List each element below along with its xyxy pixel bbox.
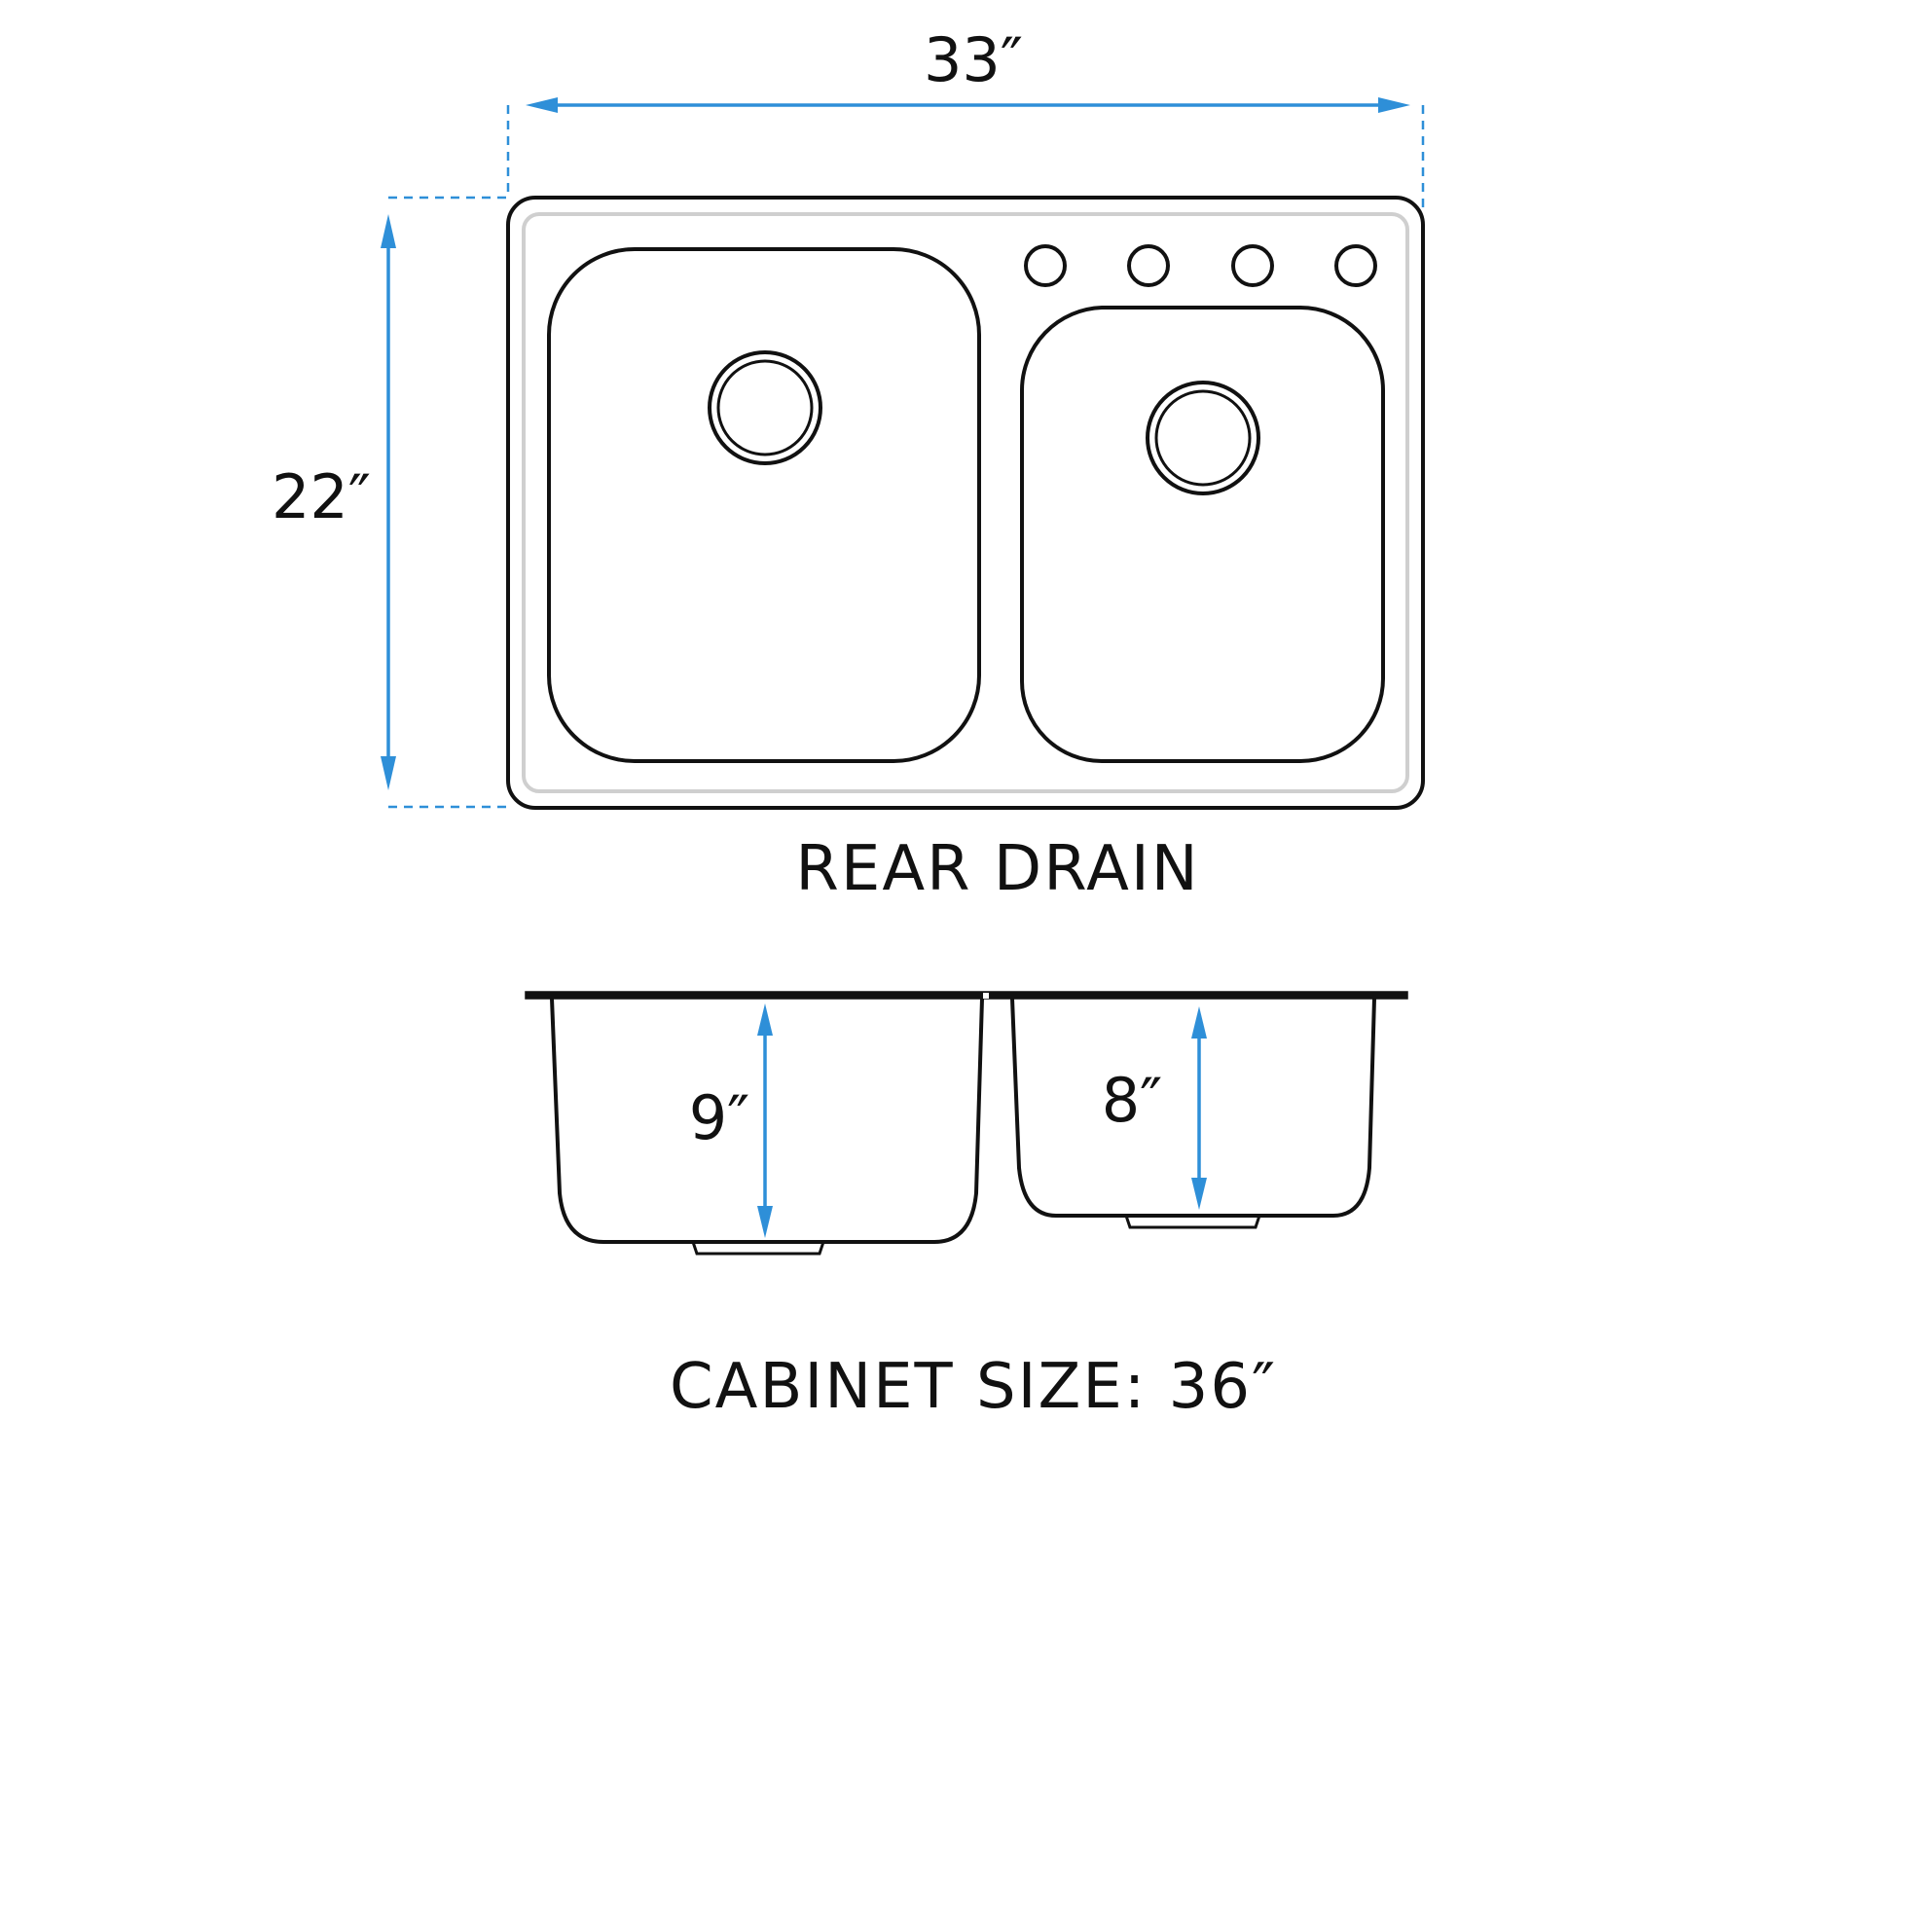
height-dimension: 22″	[272, 196, 506, 809]
sink-side-view	[525, 991, 1408, 1256]
sink-top-view	[506, 196, 1425, 810]
right-drain-inner	[1154, 389, 1252, 487]
faucet-hole-4	[1334, 244, 1377, 287]
sink-deck-rim	[522, 212, 1409, 793]
faucet-hole-1	[1024, 244, 1067, 287]
right-depth-label: 8″	[1102, 1065, 1163, 1136]
height-arrow-top	[381, 214, 396, 248]
faucet-hole-3	[1231, 244, 1274, 287]
right-depth-arrow-top	[1191, 1006, 1207, 1039]
right-bowl	[1020, 306, 1385, 763]
faucet-hole-2	[1127, 244, 1170, 287]
left-drain-outer	[708, 350, 822, 465]
left-depth-label: 9″	[689, 1082, 750, 1153]
width-label: 33″	[924, 24, 1023, 95]
height-arrow-bottom	[381, 756, 396, 790]
sink-deck-outline	[506, 196, 1425, 810]
left-bowl	[547, 247, 981, 763]
right-drain-outer	[1146, 381, 1260, 495]
width-arrow-left	[526, 97, 558, 113]
right-depth-arrow-bottom	[1191, 1178, 1207, 1210]
left-depth-dimension: 9″	[689, 1003, 773, 1238]
left-depth-arrow-top	[757, 1003, 773, 1036]
left-depth-arrow-bottom	[757, 1206, 773, 1238]
cabinet-size-label: CABINET SIZE: 36″	[670, 1351, 1277, 1423]
side-deck	[525, 991, 1408, 1000]
right-bowl-side	[1010, 998, 1376, 1218]
width-arrow-right	[1378, 97, 1410, 113]
right-depth-dimension: 8″	[1102, 1006, 1207, 1210]
right-drain-flange	[1124, 1215, 1261, 1229]
left-bowl-side	[550, 998, 984, 1244]
rear-drain-label: REAR DRAIN	[795, 833, 1199, 905]
left-drain-flange	[691, 1241, 825, 1256]
left-drain-inner	[716, 359, 814, 456]
height-label: 22″	[272, 461, 371, 532]
width-dimension: 33″	[506, 24, 1425, 212]
